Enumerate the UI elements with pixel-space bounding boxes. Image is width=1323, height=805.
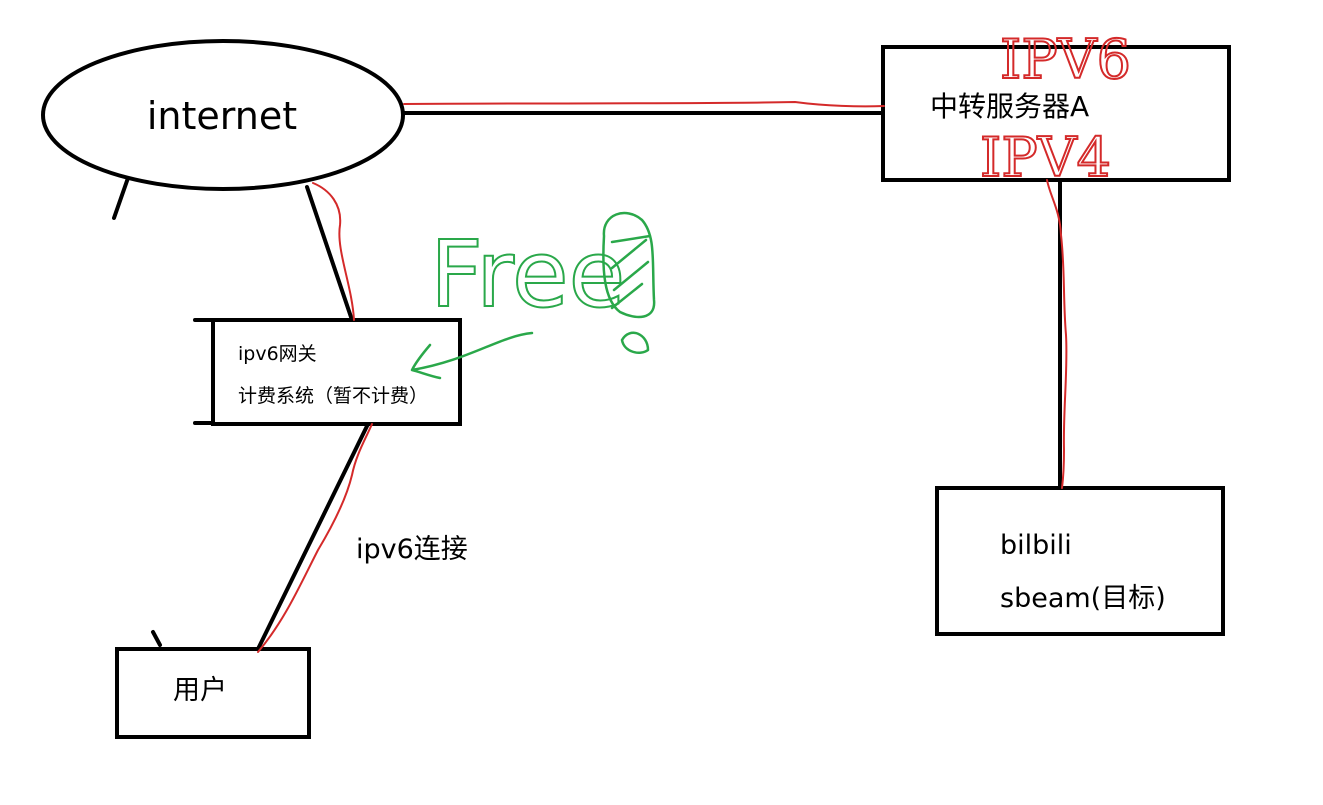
internet-node [41, 39, 405, 191]
route-internet-relay [403, 101, 885, 108]
gateway-line1: ipv6网关 [238, 343, 317, 365]
relay-annotation-ipv4: IPV4 [980, 126, 1111, 189]
edge-gateway-user [256, 422, 370, 651]
route-gateway-user [257, 423, 373, 653]
edge-internet-gateway [305, 185, 354, 322]
route-relay-target [1046, 179, 1068, 489]
internet-label: internet [147, 94, 297, 138]
relay-server-label: 中转服务器A [930, 90, 1089, 123]
relay-annotation-ipv6: IPV6 [1000, 28, 1131, 91]
user-node [115, 647, 311, 739]
free-money-doodle-icon [602, 211, 656, 354]
free-note-arrow-icon [410, 331, 534, 380]
gateway-line2: 计费系统（暂不计费） [238, 385, 428, 407]
relay-server-node [881, 45, 1231, 182]
free-note-text: Free [430, 221, 625, 328]
target-line1: bilbili [1000, 530, 1072, 561]
target-node [935, 486, 1225, 636]
stub-line-user [151, 630, 162, 647]
route-internet-gateway [312, 182, 355, 321]
target-line2: sbeam(目标) [1000, 583, 1166, 614]
user-label: 用户 [173, 675, 227, 706]
stub-line-internet [112, 176, 130, 220]
ipv6-connection-label: ipv6连接 [356, 534, 468, 565]
